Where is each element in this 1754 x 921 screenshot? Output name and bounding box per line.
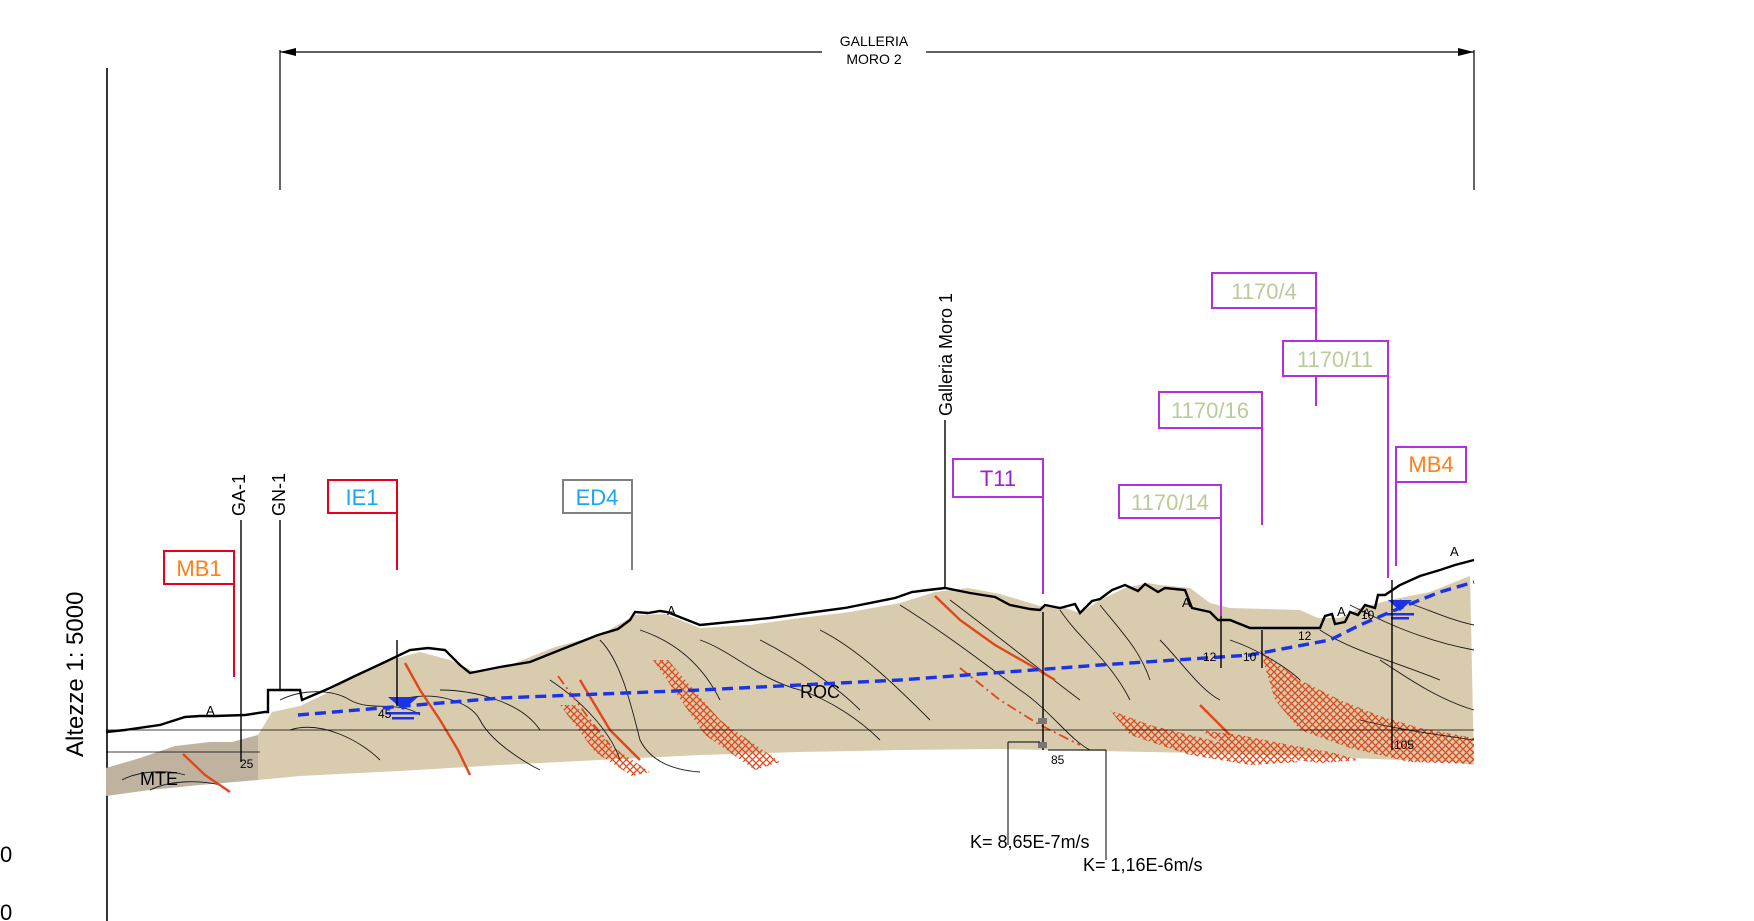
tag-1170-14: 1170/14 xyxy=(1118,484,1222,616)
galleria-moro-1-marker: Galleria Moro 1 xyxy=(936,293,956,588)
depth-label: 12 xyxy=(1298,629,1312,643)
unit-label-mte: MTE xyxy=(140,769,178,789)
tag-1170-16: 1170/16 xyxy=(1158,391,1263,525)
depth-label: 105 xyxy=(1394,738,1414,752)
tag-1170-4-label: 1170/4 xyxy=(1231,279,1297,304)
depth-label: 10 xyxy=(1243,650,1257,664)
borehole-gn1: GN-1 xyxy=(269,473,289,690)
ground-profile xyxy=(105,558,1475,734)
tag-ed4-label: ED4 xyxy=(576,485,619,510)
a-mark: A xyxy=(1363,607,1371,619)
rock-body xyxy=(258,576,1474,780)
depth-label: 25 xyxy=(240,757,254,771)
edge-digit-1: 0 xyxy=(0,842,12,867)
tag-mb1: MB1 xyxy=(163,550,235,677)
fault-dashdot-lines xyxy=(557,667,1081,746)
tag-1170-14-label: 1170/14 xyxy=(1131,490,1209,515)
ga1-label: GA-1 xyxy=(229,474,249,516)
water-marker-1 xyxy=(386,697,420,720)
a-mark: A xyxy=(667,603,676,618)
water-table xyxy=(297,580,1475,717)
tunnel-label-line2: MORO 2 xyxy=(846,51,901,67)
fault-zones xyxy=(560,650,1474,776)
tag-ie1-label: IE1 xyxy=(345,485,378,510)
tag-t11: T11 xyxy=(952,458,1044,594)
tag-ie1: IE1 xyxy=(327,479,398,570)
depth-label: 45 xyxy=(378,707,392,721)
depth-labels: 25 45 85 12 10 12 10 105 xyxy=(240,608,1414,771)
k-value-1: K= 8,65E-7m/s xyxy=(970,832,1090,852)
tag-mb4-label: MB4 xyxy=(1408,452,1453,477)
tag-1170-4: 1170/4 xyxy=(1211,272,1317,406)
borehole-ga1: GA-1 xyxy=(229,474,249,762)
a-mark: A xyxy=(1182,595,1191,610)
gn1-label: GN-1 xyxy=(269,473,289,516)
tag-mb4: MB4 xyxy=(1395,446,1467,566)
tag-1170-11: 1170/11 xyxy=(1282,340,1389,578)
unit-label-roc: ROC xyxy=(800,682,840,702)
tunnel-label-line1: GALLERIA xyxy=(840,33,909,49)
a-mark: A xyxy=(206,703,215,718)
surface-a-marks: A A A A A A xyxy=(206,544,1459,718)
tag-ed4: ED4 xyxy=(562,479,633,570)
tag-1170-16-label: 1170/16 xyxy=(1171,398,1249,423)
water-marker-2 xyxy=(1386,600,1414,620)
edge-digit-2: 0 xyxy=(0,900,12,921)
galleria-moro-1-label: Galleria Moro 1 xyxy=(936,293,956,416)
mte-deposit xyxy=(106,735,258,796)
tag-t11-label: T11 xyxy=(980,466,1016,491)
packer-test-marker xyxy=(1038,742,1047,748)
tunnel-dimension: GALLERIA MORO 2 xyxy=(279,32,1475,190)
tag-1170-11-label: 1170/11 xyxy=(1297,347,1373,372)
packer-test-marker xyxy=(1038,718,1047,724)
scale-label: Altezze 1: 5000 xyxy=(62,592,89,757)
depth-label: 10 xyxy=(1361,608,1375,622)
k-value-2: K= 1,16E-6m/s xyxy=(1083,855,1203,875)
k-value-leaders xyxy=(1007,741,1107,860)
depth-label: 85 xyxy=(1051,753,1065,767)
depth-label: 12 xyxy=(1203,650,1217,664)
a-mark: A xyxy=(1337,604,1346,619)
tag-mb1-label: MB1 xyxy=(176,556,221,581)
a-mark: A xyxy=(1450,544,1459,559)
